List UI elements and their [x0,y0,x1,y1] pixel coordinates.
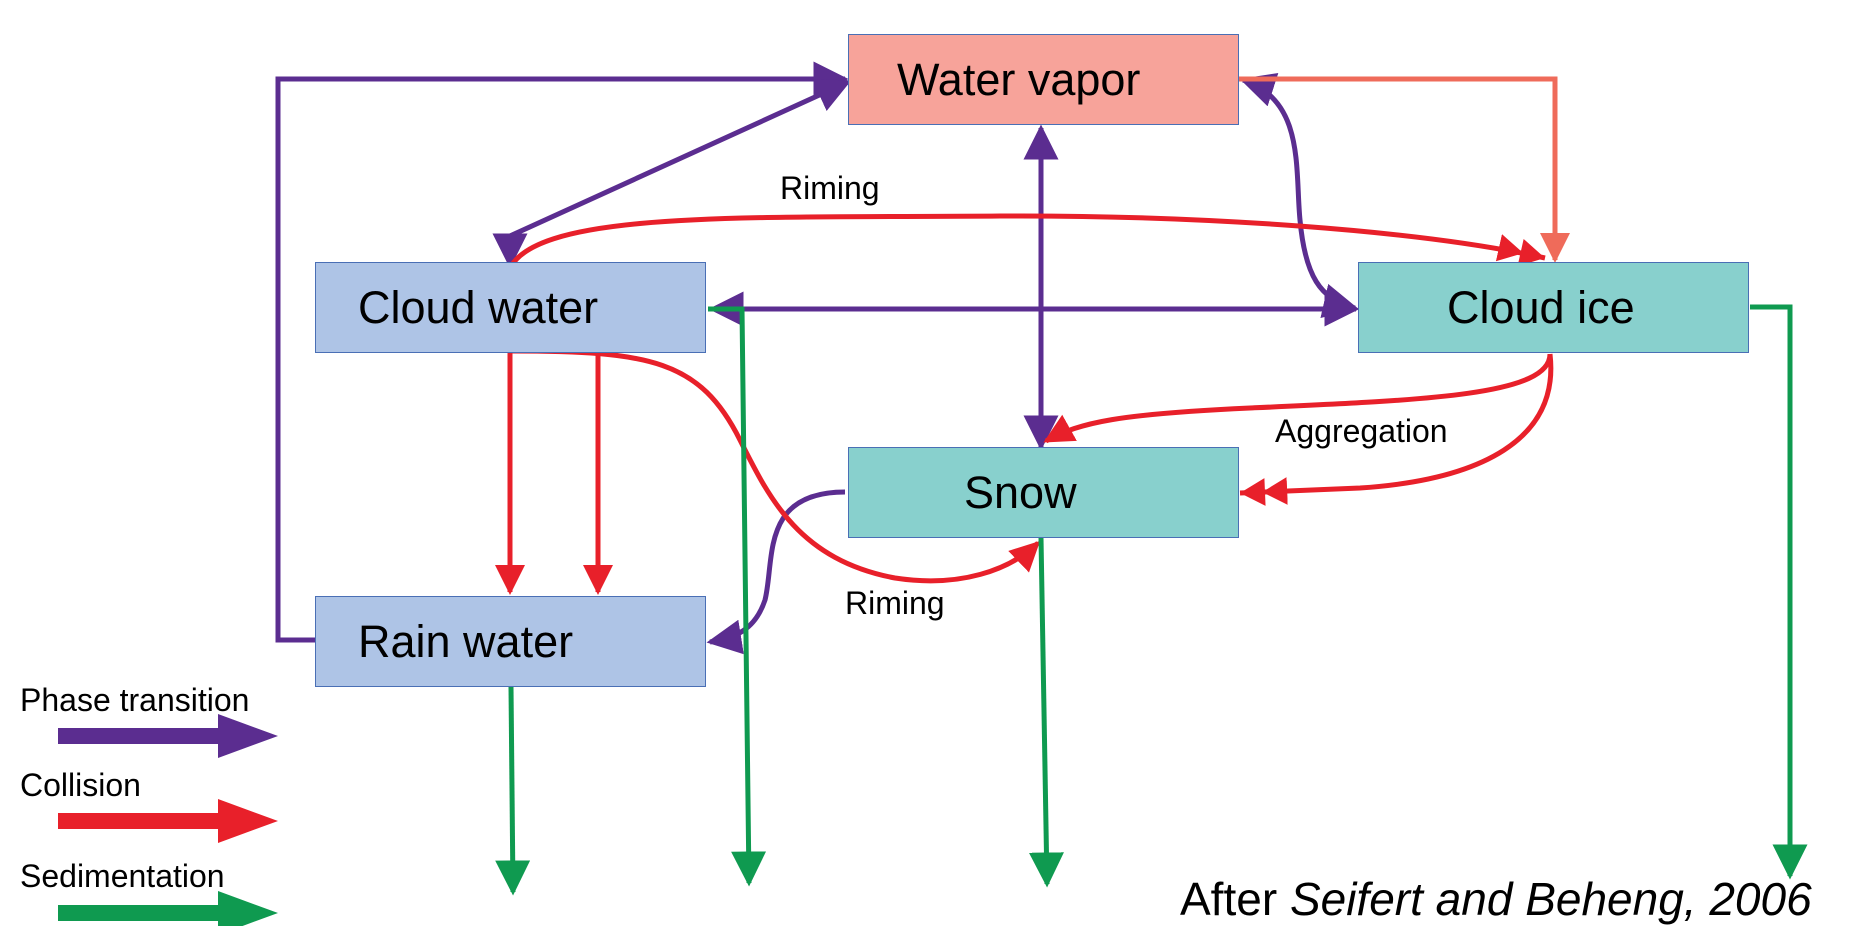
legend-collision-arrow [58,799,278,843]
node-snow-label: Snow [964,466,1077,518]
legend-sedimentation-label: Sedimentation [20,858,225,894]
arrow-aggregation-ice-to-snow-1 [1043,353,1553,444]
source-credit: After Seifert and Beheng, 2006 [1180,872,1812,926]
legend-phase-transition-arrow [58,714,278,758]
label-riming-top: Riming [780,170,880,206]
arrow-rain-to-vapor [275,61,849,643]
arrow-snow-to-rain [706,489,846,655]
node-rain-water-label: Rain water [358,615,574,667]
legend-collision-label: Collision [20,767,141,803]
source-credit-citation: Seifert and Beheng, 2006 [1289,873,1812,925]
arrow-vapor-to-cloudice-deposition [1238,76,1570,263]
node-cloud-ice-label: Cloud ice [1447,281,1635,333]
node-water-vapor-label: Water vapor [897,53,1141,105]
arrow-vapor-cloudice [1239,73,1359,319]
arrow-vapor-cloudwater [492,79,852,269]
arrow-snow-sedimentation [1028,537,1064,888]
node-cloud-water-label: Cloud water [358,281,599,333]
node-rain-water: Rain water [315,596,706,687]
node-snow: Snow [848,447,1239,538]
legend-sedimentation-arrow [58,891,278,926]
node-cloud-ice: Cloud ice [1358,262,1749,353]
arrow-riming-cloudwater-to-cloudice [507,213,1546,270]
node-water-vapor: Water vapor [848,34,1239,125]
label-riming-bottom: Riming [845,585,945,621]
arrow-riming-cloudwater-to-snow [509,348,1041,584]
arrow-rain-sedimentation [495,686,531,896]
arrow-aggregation-ice-to-snow-2 [1239,353,1554,506]
arrow-cloudice-sedimentation [1750,304,1808,880]
legend-phase-transition-label: Phase transition [20,682,250,718]
source-credit-prefix: After [1180,873,1290,925]
arrow-cloudwater-sedimentation [708,306,767,887]
label-aggregation: Aggregation [1275,413,1448,449]
node-cloud-water: Cloud water [315,262,706,353]
